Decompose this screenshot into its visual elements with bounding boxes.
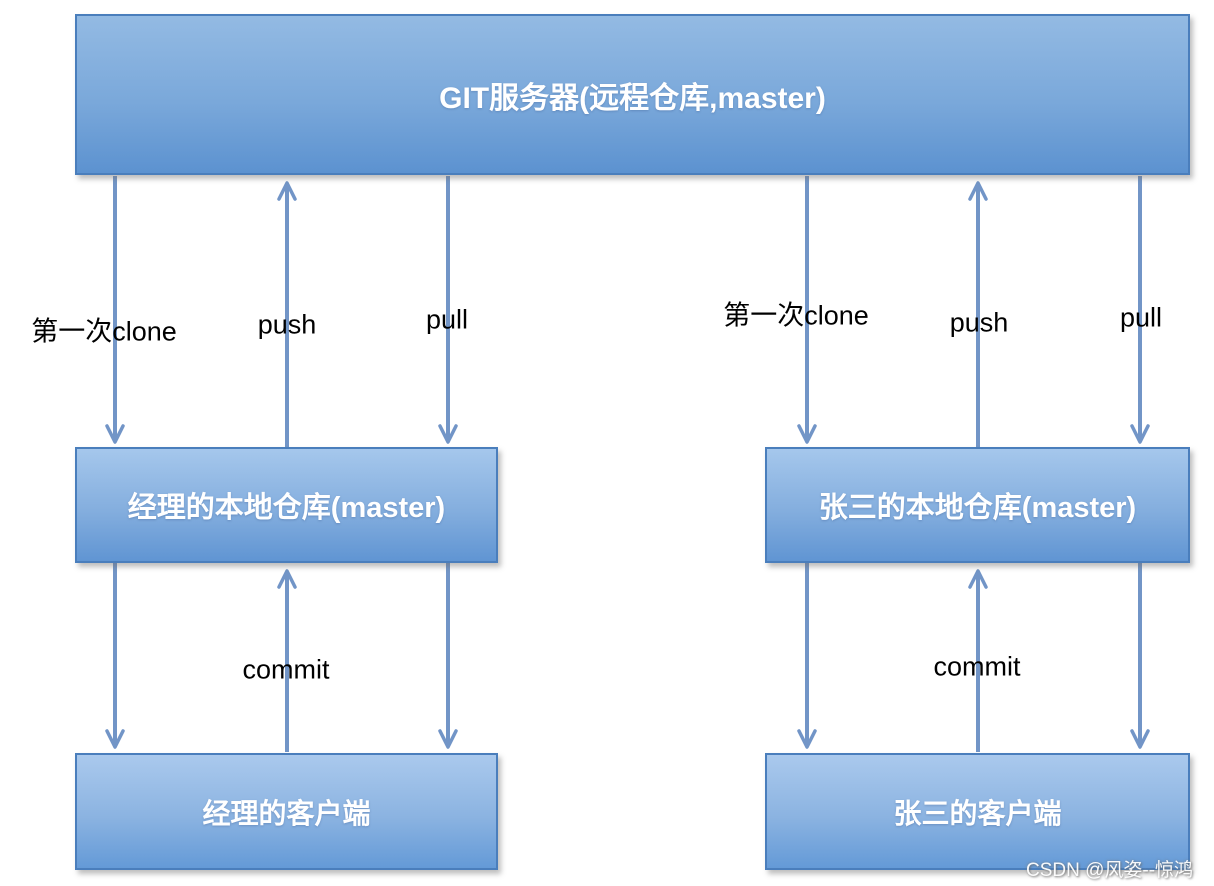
manager-local-repo-box: 经理的本地仓库(master) [75, 447, 498, 563]
push-label-right: push [949, 307, 1009, 338]
manager-client-box: 经理的客户端 [75, 753, 498, 870]
commit-label-left: commit [242, 654, 330, 685]
clone-label-right: 第一次clone [723, 300, 869, 331]
commit-label-right: commit [933, 651, 1021, 682]
git-server-label: GIT服务器(远程仓库,master) [439, 81, 826, 115]
pull-label-left: pull [425, 304, 469, 335]
watermark: CSDN @风姿--惊鸿 [1026, 860, 1194, 881]
manager-local-repo-label: 经理的本地仓库(master) [127, 492, 446, 524]
git-server-box: GIT服务器(远程仓库,master) [75, 14, 1190, 175]
push-label-left: push [257, 309, 317, 340]
manager-client-label: 经理的客户端 [202, 797, 371, 829]
zhangsan-client-label: 张三的客户端 [893, 797, 1062, 829]
pull-label-right: pull [1119, 302, 1163, 333]
clone-label-left: 第一次clone [31, 316, 177, 347]
zhangsan-client-box: 张三的客户端 [765, 753, 1190, 870]
zhangsan-local-repo-label: 张三的本地仓库(master) [818, 492, 1137, 524]
zhangsan-local-repo-box: 张三的本地仓库(master) [765, 447, 1190, 563]
